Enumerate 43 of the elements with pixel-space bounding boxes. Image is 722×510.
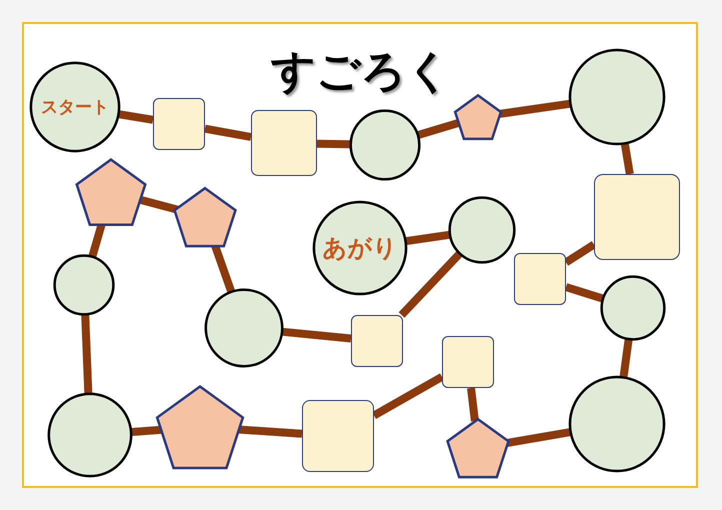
square-space [442, 336, 494, 388]
circle-space [48, 393, 132, 477]
circle-space [205, 289, 283, 367]
pentagon-space [75, 156, 147, 228]
path-line [282, 328, 352, 342]
path-line [118, 110, 154, 124]
circle-space [449, 197, 515, 263]
path-line [132, 426, 162, 436]
path-line [564, 283, 604, 302]
circle-space [30, 62, 120, 152]
pentagon-space [446, 416, 510, 480]
square-space [594, 174, 680, 260]
pentagon-space [454, 93, 502, 141]
title: すごろく [271, 45, 451, 99]
path-line [238, 426, 302, 438]
path-line [316, 140, 350, 148]
path-line [406, 230, 450, 246]
circle-space [350, 110, 420, 180]
path-line [564, 241, 596, 266]
path-line [140, 196, 180, 214]
pentagon-space [155, 382, 245, 472]
path-line [398, 251, 462, 318]
space-label: スタート [41, 96, 109, 118]
path-line [467, 388, 479, 422]
path-line [81, 314, 92, 394]
pentagon-space [173, 185, 237, 249]
square-space [153, 98, 205, 150]
square-space [514, 253, 566, 305]
circle-space [569, 376, 665, 472]
circle-space [54, 255, 114, 315]
path-line [417, 119, 460, 139]
square-space [251, 110, 317, 176]
path-line [620, 144, 634, 175]
path-line [204, 124, 252, 141]
path-line [498, 100, 570, 118]
space-label: あがり [322, 233, 398, 264]
circle-space [313, 201, 407, 295]
path-line [620, 339, 633, 378]
circle-space [569, 49, 665, 145]
square-space [302, 400, 374, 472]
circle-space [601, 276, 665, 340]
path-line [372, 373, 444, 419]
square-space [351, 315, 403, 367]
